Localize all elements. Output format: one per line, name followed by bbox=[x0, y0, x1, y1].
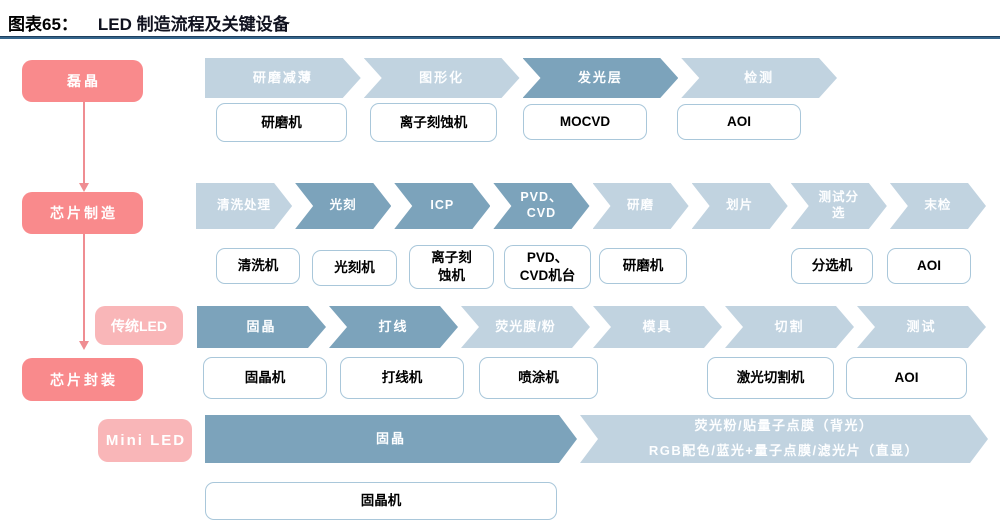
equipment-label: 光刻机 bbox=[334, 260, 375, 276]
figure-title: 图表65： LED 制造流程及关键设备 bbox=[8, 10, 290, 35]
stage-label: 芯片封装 bbox=[50, 371, 118, 388]
chevron-step: 切割 bbox=[725, 306, 854, 348]
chevron-step: 光刻 bbox=[295, 183, 391, 229]
equipment-label: AOI bbox=[726, 114, 751, 130]
stage-box-epitaxy: 磊晶 bbox=[22, 60, 143, 102]
step-label: 切割 bbox=[774, 318, 805, 334]
equipment-label: AOI bbox=[916, 258, 941, 274]
chevron-step: PVD、 CVD bbox=[493, 183, 589, 229]
equipment-label: PVD、 CVD机台 bbox=[519, 250, 576, 283]
equipment-box: 分选机 bbox=[791, 248, 873, 284]
stage-box-chip-mfg: 芯片制造 bbox=[22, 192, 143, 234]
process-row-chip-mfg: 清洗处理 光刻 ICP PVD、 CVD 研磨 划片 测试分 选 末检 bbox=[196, 183, 986, 229]
equipment-box: 清洗机 bbox=[216, 248, 300, 284]
stage-box-traditional-led: 传统LED bbox=[95, 306, 183, 345]
chevron-step: 打线 bbox=[329, 306, 458, 348]
step-label: 检测 bbox=[744, 69, 775, 85]
equipment-box: 打线机 bbox=[340, 357, 464, 399]
page-title: LED 制造流程及关键设备 bbox=[97, 15, 290, 34]
equipment-label: 离子刻 蚀机 bbox=[431, 250, 472, 283]
process-row-epitaxy: 研磨减薄 图形化 发光层 检测 bbox=[205, 58, 837, 98]
equipment-box: AOI bbox=[677, 104, 801, 140]
stage-label: 传统LED bbox=[111, 317, 167, 334]
equipment-box: 喷涂机 bbox=[479, 357, 598, 399]
title-divider bbox=[0, 36, 1000, 39]
step-label: 划片 bbox=[726, 198, 754, 213]
equipment-label: 打线机 bbox=[381, 370, 423, 386]
equipment-box: MOCVD bbox=[523, 104, 647, 140]
chevron-step: 荧光粉/贴量子点膜（背光） RGB配色/蓝光+量子点膜/滤光片（直显） bbox=[580, 415, 988, 463]
equipment-label: 离子刻蚀机 bbox=[399, 114, 468, 130]
chevron-step: 末检 bbox=[890, 183, 986, 229]
equipment-box: 光刻机 bbox=[312, 250, 397, 286]
equipment-box: 研磨机 bbox=[216, 103, 347, 142]
process-row-mini-led: 固晶 荧光粉/贴量子点膜（背光） RGB配色/蓝光+量子点膜/滤光片（直显） bbox=[205, 415, 988, 463]
chevron-step: 固晶 bbox=[205, 415, 577, 463]
step-label: 研磨 bbox=[627, 198, 655, 213]
chevron-step: 检测 bbox=[681, 58, 837, 98]
stage-label: 磊晶 bbox=[67, 73, 101, 89]
chevron-step: 荧光膜/粉 bbox=[461, 306, 590, 348]
step-label: ICP bbox=[430, 198, 455, 213]
step-label: 图形化 bbox=[419, 69, 465, 85]
equipment-label: 固晶机 bbox=[244, 370, 286, 386]
step-label: 测试分 选 bbox=[818, 190, 860, 220]
chevron-step: 划片 bbox=[692, 183, 788, 229]
equipment-box: PVD、 CVD机台 bbox=[504, 245, 591, 289]
step-label: 清洗处理 bbox=[217, 198, 272, 213]
step-label: 打线 bbox=[378, 318, 409, 334]
chevron-step: 研磨 bbox=[593, 183, 689, 229]
equipment-label: 分选机 bbox=[811, 258, 853, 274]
equipment-label: 固晶机 bbox=[360, 493, 402, 509]
step-label: 荧光粉/贴量子点膜（背光） RGB配色/蓝光+量子点膜/滤光片（直显） bbox=[648, 418, 920, 458]
chevron-step: 发光层 bbox=[523, 58, 679, 98]
process-row-packaging: 固晶 打线 荧光膜/粉 模具 切割 测试 bbox=[197, 306, 986, 348]
equipment-label: AOI bbox=[894, 370, 919, 386]
chevron-step: 图形化 bbox=[364, 58, 520, 98]
chevron-step: 模具 bbox=[593, 306, 722, 348]
chevron-step: 固晶 bbox=[197, 306, 326, 348]
flow-arrow-chipmfg-to-packaging bbox=[79, 234, 89, 350]
chevron-step: ICP bbox=[394, 183, 490, 229]
equipment-box: 离子刻 蚀机 bbox=[409, 245, 494, 289]
chevron-step: 研磨减薄 bbox=[205, 58, 361, 98]
step-label: 模具 bbox=[642, 318, 673, 334]
stage-box-packaging: 芯片封装 bbox=[22, 358, 143, 401]
equipment-label: MOCVD bbox=[559, 114, 611, 130]
stage-label: 芯片制造 bbox=[50, 205, 118, 221]
step-label: 光刻 bbox=[329, 198, 357, 213]
equipment-label: 激光切割机 bbox=[736, 370, 805, 386]
chevron-step: 测试分 选 bbox=[791, 183, 887, 229]
step-label: 研磨减薄 bbox=[252, 69, 313, 85]
equipment-box: AOI bbox=[846, 357, 967, 399]
equipment-box: 固晶机 bbox=[203, 357, 327, 399]
equipment-label: 研磨机 bbox=[261, 114, 302, 130]
step-label: 测试 bbox=[906, 318, 937, 334]
equipment-box: 研磨机 bbox=[599, 248, 687, 284]
equipment-label: 喷涂机 bbox=[518, 370, 559, 386]
flow-arrow-epitaxy-to-chipmfg bbox=[79, 102, 89, 192]
stage-label: Mini LED bbox=[105, 432, 187, 449]
figure-label: 图表65： bbox=[8, 15, 78, 34]
step-label: 荧光膜/粉 bbox=[495, 318, 556, 334]
step-label: 固晶 bbox=[375, 430, 406, 446]
equipment-box: 离子刻蚀机 bbox=[370, 103, 497, 142]
equipment-box: 固晶机 bbox=[205, 482, 557, 520]
equipment-label: 研磨机 bbox=[622, 258, 664, 274]
equipment-label: 清洗机 bbox=[237, 258, 279, 274]
step-label: 末检 bbox=[924, 198, 952, 213]
step-label: 发光层 bbox=[577, 69, 623, 85]
equipment-box: AOI bbox=[887, 248, 971, 284]
equipment-box: 激光切割机 bbox=[707, 357, 834, 399]
chevron-step: 清洗处理 bbox=[196, 183, 292, 229]
step-label: PVD、 CVD bbox=[520, 190, 563, 220]
chevron-step: 测试 bbox=[857, 306, 986, 348]
step-label: 固晶 bbox=[246, 318, 277, 334]
stage-box-mini-led: Mini LED bbox=[98, 419, 192, 462]
